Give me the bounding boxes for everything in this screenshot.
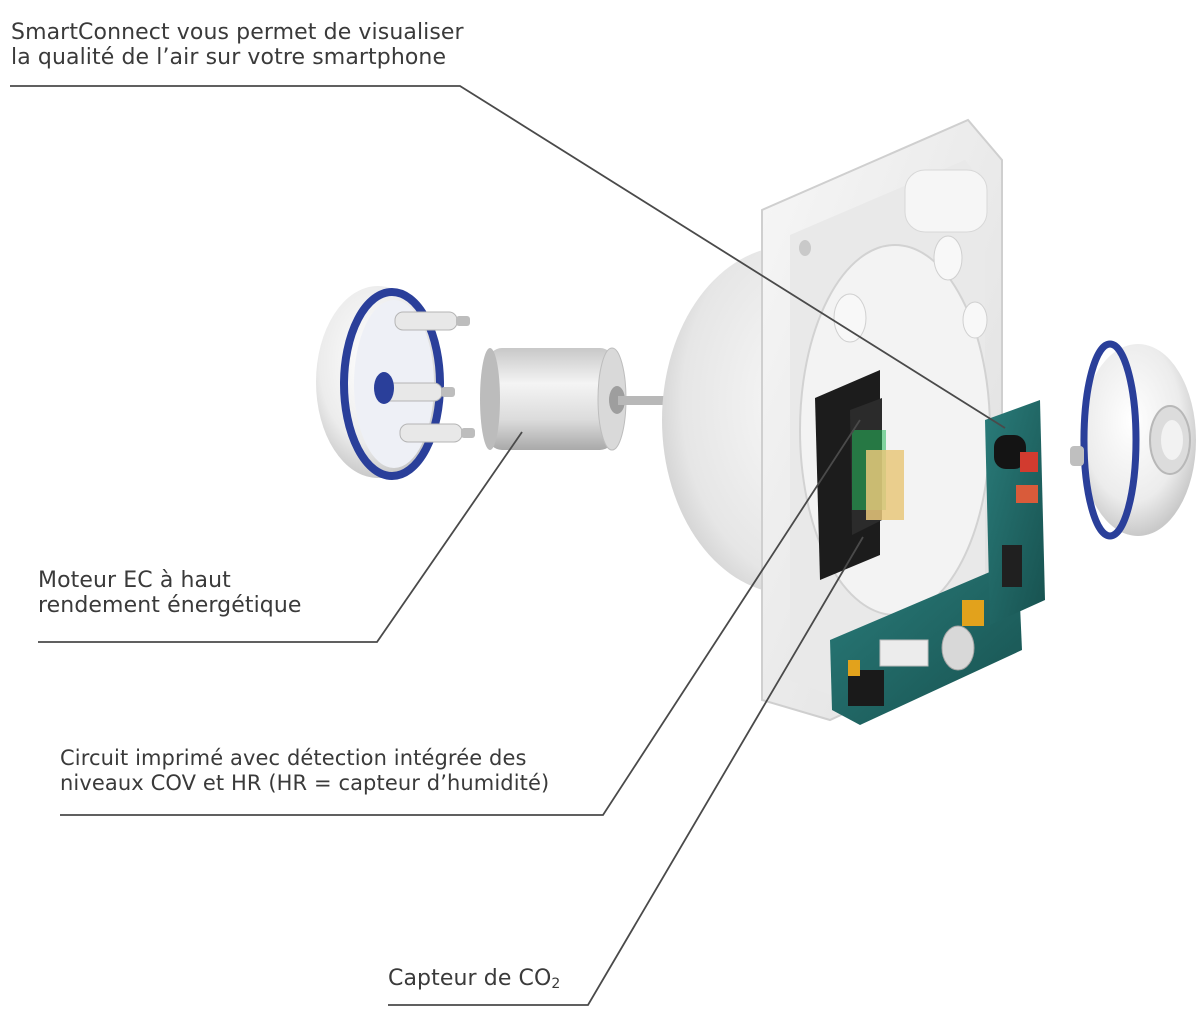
label-circuit: Circuit imprimé avec détection intégrée … xyxy=(60,746,549,796)
label-moteur-line1: Moteur EC à haut xyxy=(38,568,231,593)
pcb-left-board xyxy=(815,370,904,580)
label-co2-text-wrap: Capteur de CO2 xyxy=(388,966,560,997)
label-moteur: Moteur EC à haut rendement énergétique xyxy=(38,568,302,618)
leader-line-smartconnect xyxy=(10,85,1006,429)
label-smartconnect: SmartConnect vous permet de visualiser l… xyxy=(11,20,464,70)
ec-motor xyxy=(480,347,664,451)
front-knob-with-pins xyxy=(316,286,475,480)
leader-line-co2 xyxy=(388,536,864,1006)
label-moteur-line2: rendement énergétique xyxy=(38,593,302,618)
leader-line-moteur xyxy=(38,431,523,643)
rear-knob xyxy=(1070,340,1196,540)
pcb-main-board xyxy=(830,400,1045,725)
label-smartconnect-line2: la qualité de l’air sur votre smartphone xyxy=(11,45,447,70)
label-circuit-line2: niveaux COV et HR (HR = capteur d’humidi… xyxy=(60,771,550,795)
label-co2-text: Capteur de CO xyxy=(388,966,552,991)
label-co2: Capteur de CO2 xyxy=(388,966,560,997)
label-circuit-line1: Circuit imprimé avec détection intégrée … xyxy=(60,746,527,770)
leader-line-circuit xyxy=(60,419,861,816)
leader-lines xyxy=(10,85,1006,1006)
label-smartconnect-line1: SmartConnect vous permet de visualiser xyxy=(11,20,464,45)
label-co2-subscript: 2 xyxy=(551,976,561,992)
